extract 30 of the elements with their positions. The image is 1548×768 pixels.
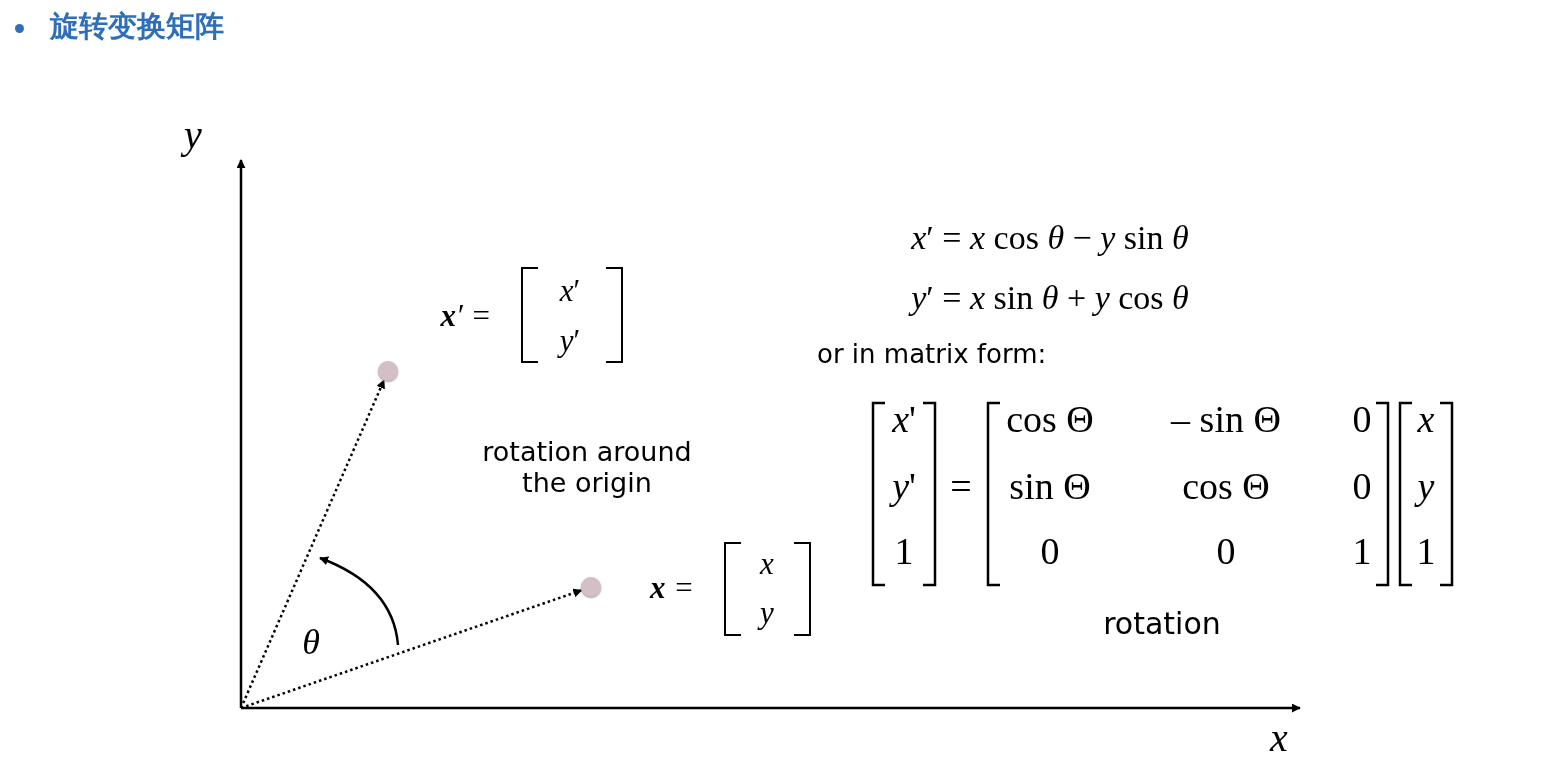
matrix-entry: cos Θ [1006,398,1094,442]
vector-entry: x′ [559,273,581,309]
section-title: 旋转变换矩阵 [50,10,224,44]
axis-label: x [1270,715,1288,761]
caption-text: rotation around the origin [481,435,693,499]
matrix-entry: 0 [1352,465,1372,509]
matrix-entry: 1 [1352,530,1372,574]
vector-entry: x [760,546,774,582]
matrix-entry: cos Θ [1182,465,1270,509]
matrix-entry: 0 [1216,530,1236,574]
dotted-arrow [239,379,386,709]
caption-text: rotation [1103,606,1221,642]
matrix-entry: 0 [1040,530,1060,574]
matrix-entry: 1 [894,530,914,574]
matrix-entry: x [1417,398,1435,442]
equation: x′ = x cos θ − y sin θ [911,218,1189,258]
matrix-entry: 0 [1352,398,1372,442]
matrix-entry: 1 [1416,530,1436,574]
vector-entry: y′ [559,323,581,359]
vector-name: x′ = [440,298,492,334]
vector-name: x = [649,570,695,606]
matrix-entry: x' [892,398,916,442]
equals-sign: = [950,465,972,509]
caption-text: or in matrix form: [817,340,1047,370]
point-dot [378,361,398,381]
dotted-arrow [240,588,583,710]
angle-label: θ [302,622,320,664]
matrix-entry: sin Θ [1009,465,1091,509]
point-dot [581,577,601,597]
matrix-entry: – sin Θ [1171,398,1281,442]
